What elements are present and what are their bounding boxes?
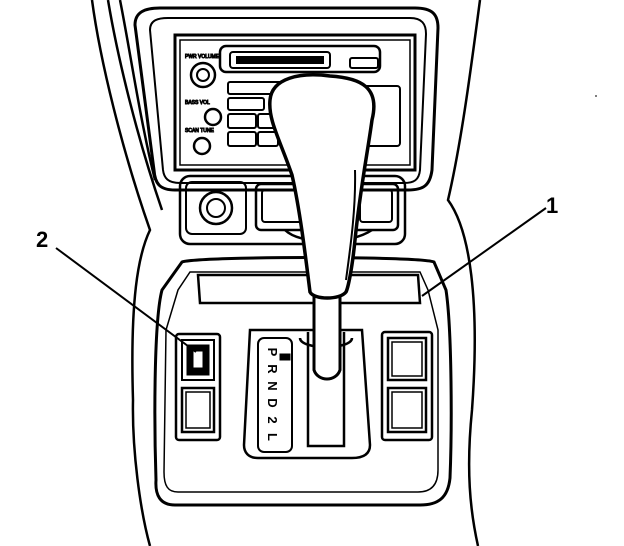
leader-line-1 (421, 207, 547, 297)
shift-lever (268, 73, 376, 381)
cassette-radio: PWR VOLUME BASS VOL SCAN TUNE (173, 33, 417, 172)
lower-bezel (178, 174, 407, 246)
gear-letter-d: D (265, 398, 280, 407)
gear-letter-r: R (265, 364, 280, 374)
console-outline (90, 0, 482, 546)
callout-2: 2 (36, 227, 48, 252)
switch-upper (181, 339, 215, 381)
radio-knobs: PWR VOLUME BASS VOL SCAN TUNE (185, 54, 223, 156)
cigarette-lighter (185, 181, 247, 235)
leader-lines (55, 207, 547, 353)
svg-text:SCAN TUNE: SCAN TUNE (185, 128, 214, 134)
gear-letter-2: 2 (265, 416, 280, 423)
radio-bezel (133, 6, 440, 192)
gear-position-marker (279, 353, 291, 361)
gear-letter-p: P (265, 348, 280, 357)
callout-1: 1 (546, 193, 558, 218)
svg-text:PWR VOLUME: PWR VOLUME (185, 54, 220, 60)
stray-mark (595, 95, 597, 97)
gear-letter-n: N (265, 381, 280, 390)
right-switch-bank (380, 330, 434, 442)
leader-line-2 (55, 247, 197, 353)
shift-gate (242, 328, 372, 460)
left-switch-bank (174, 332, 222, 442)
switch-lower (180, 386, 216, 434)
gear-letter-l: L (265, 433, 280, 441)
cassette-slot (218, 44, 382, 74)
svg-text:BASS VOL: BASS VOL (185, 100, 210, 106)
